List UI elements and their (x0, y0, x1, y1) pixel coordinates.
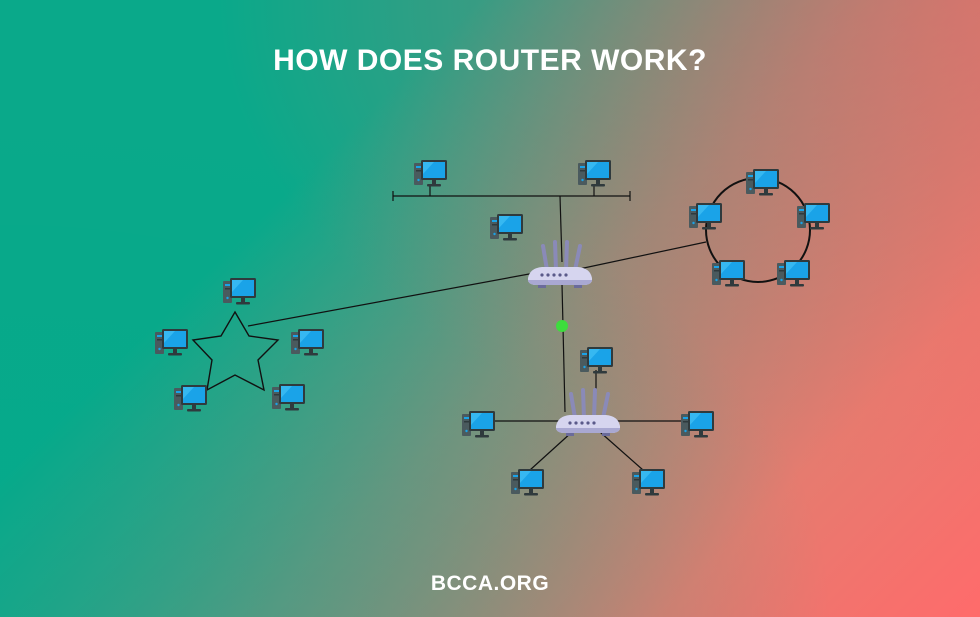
router-icon (526, 240, 594, 290)
computer-icon (578, 160, 611, 187)
computer-icon (777, 260, 810, 287)
router-to-star-link (247, 271, 541, 327)
computer-icon (797, 203, 830, 230)
computer-icon (155, 329, 188, 356)
star-topology (191, 310, 280, 392)
router-to-bus-link (559, 195, 563, 263)
router-to-router-link (561, 283, 566, 413)
page-title: HOW DOES ROUTER WORK? (273, 44, 707, 77)
computer-icon (712, 260, 745, 287)
connection-node (556, 320, 568, 332)
computer-icon (414, 160, 447, 187)
footer-brand: BCCA.ORG (430, 572, 550, 595)
computer-icon (174, 385, 207, 412)
connection-lines (191, 177, 811, 471)
router-icon (554, 388, 622, 438)
computer-icon (746, 169, 779, 196)
router-to-ring-link (564, 241, 707, 273)
computer-icon (462, 411, 495, 438)
computer-icon (580, 347, 613, 374)
computer-icon (632, 469, 665, 496)
computer-icon (291, 329, 324, 356)
computer-icon (511, 469, 544, 496)
computer-icon (681, 411, 714, 438)
computer-icon (223, 278, 256, 305)
computer-icon (490, 214, 523, 241)
computer-icon (272, 384, 305, 411)
